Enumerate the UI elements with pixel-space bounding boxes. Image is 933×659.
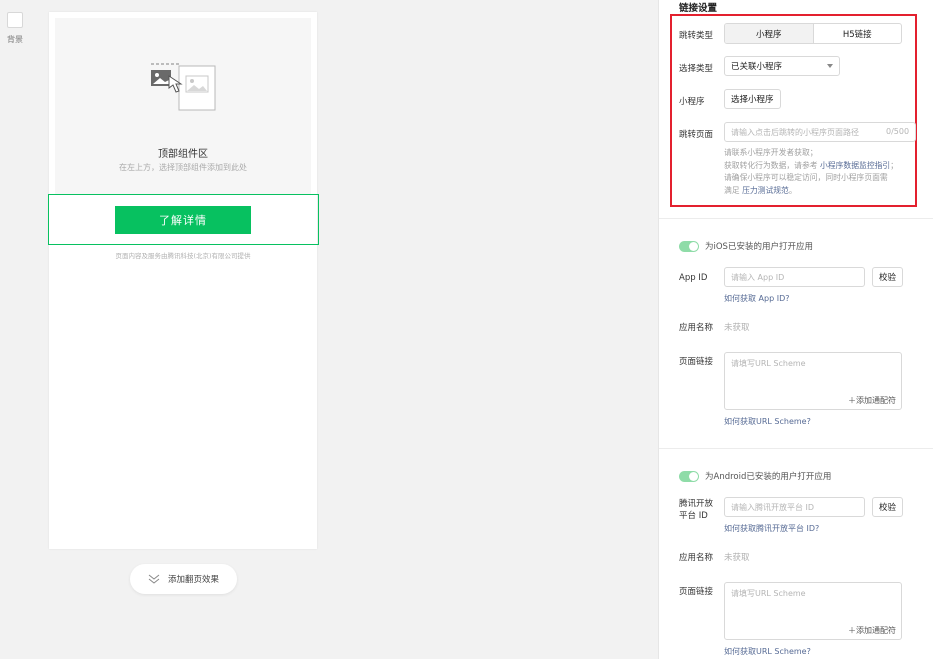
hint-line-2-text: 获取转化行为数据，请参考 bbox=[724, 160, 821, 170]
android-add-wildcard[interactable]: ＋添加通配符 bbox=[848, 625, 896, 636]
choose-mini-program-button[interactable]: 选择小程序 bbox=[724, 89, 781, 109]
how-get-tencent-id-link[interactable]: 如何获取腾讯开放平台 ID? bbox=[724, 524, 820, 533]
jump-type-segmented: 小程序 H5链接 bbox=[724, 23, 902, 44]
top-zone-hint: 在左上方，选择顶部组件添加到此处 bbox=[119, 163, 247, 172]
double-chevron-down-icon bbox=[148, 574, 160, 584]
top-zone-title: 顶部组件区 bbox=[158, 149, 208, 160]
hint-line-1: 请联系小程序开发者获取； bbox=[724, 148, 818, 157]
top-component-zone[interactable]: 顶部组件区 在左上方，选择顶部组件添加到此处 bbox=[55, 18, 311, 194]
hint-line-2-end: ； bbox=[890, 160, 899, 170]
ios-url-scheme-placeholder: 请填写URL Scheme bbox=[731, 359, 806, 368]
tencent-id-label-line-2: 平台 ID bbox=[679, 511, 708, 521]
ios-toggle[interactable] bbox=[679, 240, 699, 252]
data-monitor-guide-link[interactable]: 小程序数据监控指引 bbox=[820, 160, 891, 170]
android-app-name-label: 应用名称 bbox=[679, 553, 714, 563]
android-toggle-label: 为Android已安装的用户打开应用 bbox=[705, 472, 832, 482]
tencent-id-verify-button[interactable]: 校验 bbox=[872, 497, 904, 517]
add-component-icon bbox=[151, 63, 216, 111]
learn-more-button[interactable]: 了解详情 bbox=[115, 206, 251, 234]
highlight-box bbox=[670, 14, 917, 207]
app-id-verify-button[interactable]: 校验 bbox=[872, 267, 904, 287]
divider bbox=[659, 218, 933, 219]
plus-icon: ＋ bbox=[848, 626, 856, 635]
hint-line-3: 请确保小程序可以稳定访问，同时小程序页面需 bbox=[724, 173, 888, 182]
caret-down-icon bbox=[827, 64, 833, 68]
android-toggle[interactable] bbox=[679, 470, 699, 482]
button-component-selected[interactable]: 了解详情 bbox=[48, 194, 319, 245]
panel-title: 链接设置 bbox=[679, 3, 718, 14]
ios-app-name-label: 应用名称 bbox=[679, 323, 714, 333]
background-tool[interactable]: 背景 bbox=[6, 12, 24, 45]
android-toggle-row: 为Android已安装的用户打开应用 bbox=[679, 470, 831, 482]
jump-page-label: 跳转页面 bbox=[679, 130, 714, 140]
ios-toggle-label: 为iOS已安装的用户打开应用 bbox=[705, 242, 813, 252]
tencent-id-input[interactable] bbox=[724, 497, 865, 517]
ios-app-name-value: 未获取 bbox=[724, 323, 750, 333]
divider bbox=[659, 448, 933, 449]
link-settings-panel: 链接设置 跳转类型 小程序 H5链接 选择类型 已关联小程序 小程序 选择小程序… bbox=[658, 0, 933, 659]
jump-page-counter: 0/500 bbox=[886, 127, 910, 136]
service-provider-note: 页面内容及服务由腾讯科技(北京)有限公司提供 bbox=[115, 252, 251, 260]
android-add-wildcard-label: 添加通配符 bbox=[856, 626, 896, 635]
app-id-input[interactable] bbox=[724, 267, 865, 287]
stress-test-spec-link[interactable]: 压力测试规范 bbox=[742, 185, 789, 195]
ios-page-link-label: 页面链接 bbox=[679, 357, 714, 367]
jump-type-option-miniprogram[interactable]: 小程序 bbox=[725, 24, 814, 43]
ios-add-wildcard[interactable]: ＋添加通配符 bbox=[848, 395, 896, 406]
ios-url-scheme-textarea[interactable]: 请填写URL Scheme ＋添加通配符 bbox=[724, 352, 902, 410]
phone-canvas: 顶部组件区 在左上方，选择顶部组件添加到此处 了解详情 页面内容及服务由腾讯科技… bbox=[48, 12, 319, 549]
mini-program-label: 小程序 bbox=[679, 97, 705, 107]
hint-line-4-end: 。 bbox=[788, 185, 797, 195]
tencent-id-label: 腾讯开放 平台 ID bbox=[679, 498, 713, 522]
tencent-id-label-line-1: 腾讯开放 bbox=[679, 499, 714, 509]
background-swatch[interactable] bbox=[7, 12, 23, 28]
hint-line-4: 满足 压力测试规范。 bbox=[724, 185, 919, 198]
add-page-turn-effect-button[interactable]: 添加翻页效果 bbox=[130, 564, 237, 594]
jump-type-option-h5[interactable]: H5链接 bbox=[842, 29, 872, 40]
android-url-scheme-textarea[interactable]: 请填写URL Scheme ＋添加通配符 bbox=[724, 582, 902, 640]
android-page-link-label: 页面链接 bbox=[679, 587, 714, 597]
android-how-get-scheme-link[interactable]: 如何获取URL Scheme? bbox=[724, 647, 811, 656]
select-type-value: 已关联小程序 bbox=[731, 62, 783, 72]
select-type-label: 选择类型 bbox=[679, 64, 714, 74]
add-effect-label: 添加翻页效果 bbox=[167, 575, 219, 585]
ios-toggle-row: 为iOS已安装的用户打开应用 bbox=[679, 240, 813, 252]
plus-icon: ＋ bbox=[848, 396, 856, 405]
hint-line-2: 获取转化行为数据，请参考 小程序数据监控指引； bbox=[724, 160, 919, 173]
jump-page-input[interactable] bbox=[724, 122, 916, 142]
ios-add-wildcard-label: 添加通配符 bbox=[856, 396, 896, 405]
android-app-name-value: 未获取 bbox=[724, 553, 750, 563]
android-url-scheme-placeholder: 请填写URL Scheme bbox=[731, 589, 806, 598]
hint-line-4-text: 满足 bbox=[724, 185, 743, 195]
jump-type-label: 跳转类型 bbox=[679, 31, 714, 41]
how-get-app-id-link[interactable]: 如何获取 App ID? bbox=[724, 294, 790, 303]
background-label: 背景 bbox=[7, 35, 23, 44]
app-id-label: App ID bbox=[679, 273, 708, 283]
jump-page-hint: 请联系小程序开发者获取； 获取转化行为数据，请参考 小程序数据监控指引； 请确保… bbox=[724, 147, 919, 197]
select-type-dropdown[interactable]: 已关联小程序 bbox=[724, 56, 840, 76]
ios-how-get-scheme-link[interactable]: 如何获取URL Scheme? bbox=[724, 417, 811, 426]
